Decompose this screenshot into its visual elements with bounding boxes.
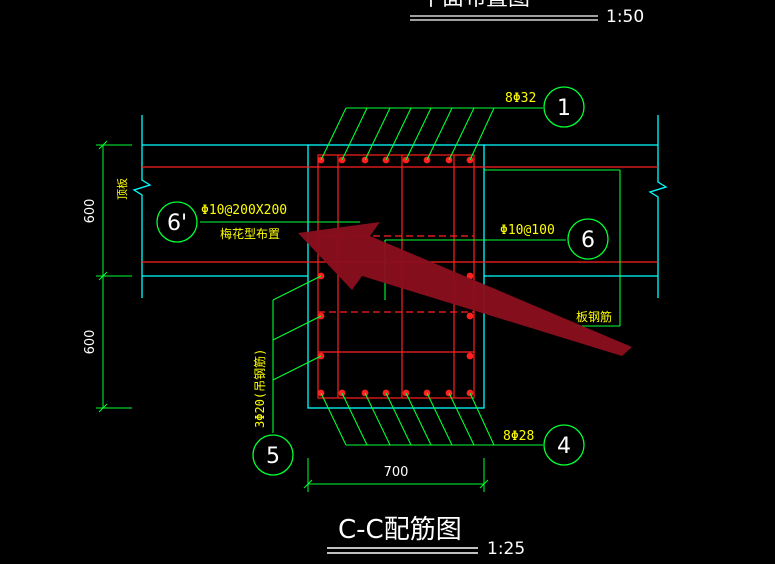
right-slab-label: 板钢筋 xyxy=(576,309,612,324)
leader-lines xyxy=(200,107,621,446)
callout-1-label: 8Φ32 xyxy=(505,91,536,106)
callout-6p-label: Φ10@200X200 xyxy=(201,203,287,218)
callout-6: 6 Φ10@100 xyxy=(500,218,609,260)
slab-outline xyxy=(132,115,668,409)
dim-lower: 600 xyxy=(83,330,98,355)
callout-6-label: Φ10@100 xyxy=(500,223,555,238)
callout-4: 4 8Φ28 xyxy=(503,424,585,466)
callout-6p-sublabel: 梅花型布置 xyxy=(220,226,280,241)
dim-upper: 600 xyxy=(83,199,98,224)
annotation-arrow xyxy=(298,222,632,356)
top-title-block: 平面布置图 1:50 xyxy=(410,0,644,27)
dim-bottom: 700 xyxy=(384,465,409,480)
left-slab-label: 顶板 xyxy=(115,178,129,200)
callout-1-num: 1 xyxy=(557,96,571,121)
callout-5-label: 3Φ20(吊钢筋) xyxy=(252,349,267,428)
top-title: 平面布置图 xyxy=(420,0,530,11)
callout-6-prime: 6' Φ10@200X200 梅花型布置 xyxy=(156,201,287,243)
dimension-left xyxy=(96,140,132,413)
callout-6p-num: 6' xyxy=(167,211,187,236)
main-title-block: C-C配筋图 1:25 xyxy=(327,515,525,559)
main-scale: 1:25 xyxy=(487,539,525,559)
callout-5: 5 3Φ20(吊钢筋) xyxy=(252,349,294,476)
callout-1: 1 8Φ32 xyxy=(505,86,585,128)
callout-4-label: 8Φ28 xyxy=(503,429,534,444)
top-scale: 1:50 xyxy=(606,7,644,27)
slab-rebar xyxy=(142,154,658,399)
callout-5-num: 5 xyxy=(266,444,280,469)
dimension-bottom xyxy=(303,458,489,492)
callout-6-num: 6 xyxy=(581,228,595,253)
callout-4-num: 4 xyxy=(557,434,571,459)
main-title: C-C配筋图 xyxy=(338,515,462,545)
